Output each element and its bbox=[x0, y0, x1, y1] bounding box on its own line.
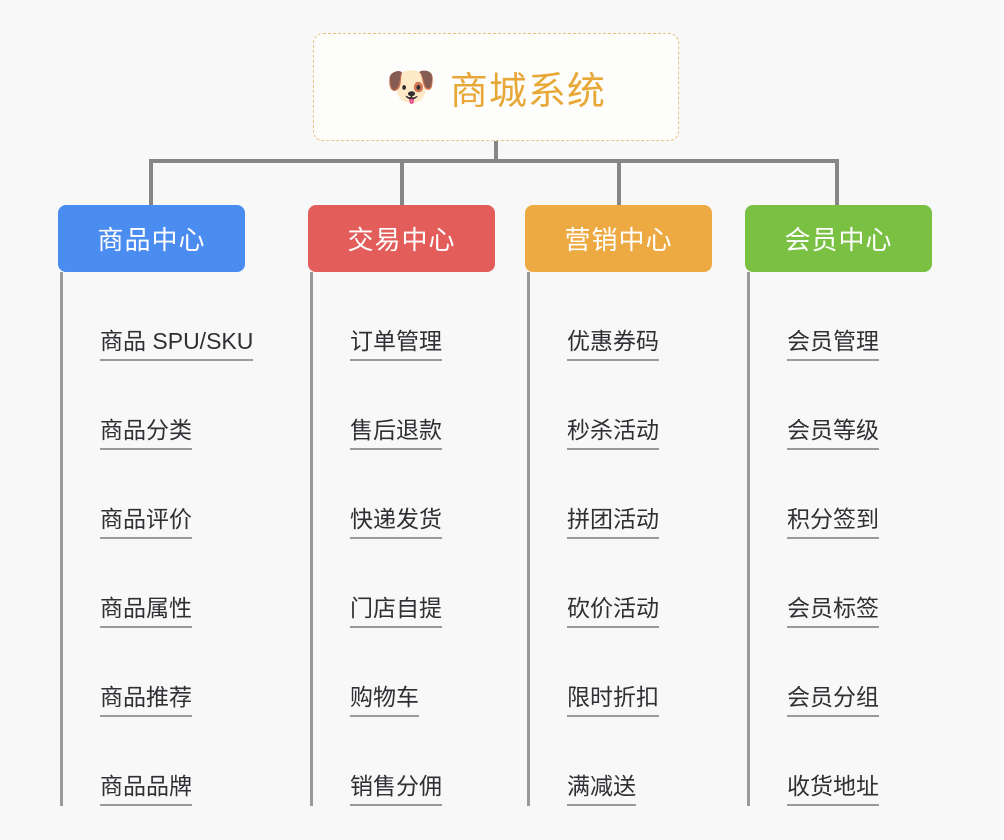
list-item[interactable]: 快递发货 bbox=[308, 450, 495, 539]
leaf-label: 售后退款 bbox=[350, 419, 442, 450]
list-item[interactable]: 拼团活动 bbox=[525, 450, 712, 539]
list-item[interactable]: 限时折扣 bbox=[525, 628, 712, 717]
leaf-label: 门店自提 bbox=[350, 597, 442, 628]
connector-root-stub bbox=[494, 141, 498, 162]
root-title: 商城系统 bbox=[449, 70, 606, 113]
category-column-营销中心: 营销中心 优惠券码 秒杀活动 拼团活动 砍价活动 限时折扣 满减送 bbox=[525, 205, 712, 806]
leaf-label: 满减送 bbox=[567, 775, 636, 806]
list-item[interactable]: 商品评价 bbox=[58, 450, 245, 539]
column-spine-1 bbox=[60, 272, 63, 806]
category-column-会员中心: 会员中心 会员管理 会员等级 积分签到 会员标签 会员分组 收货地址 bbox=[745, 205, 932, 806]
leaf-label: 收货地址 bbox=[787, 775, 879, 806]
leaf-label: 限时折扣 bbox=[567, 686, 659, 717]
connector-drop-4 bbox=[835, 159, 839, 207]
list-item[interactable]: 门店自提 bbox=[308, 539, 495, 628]
list-item[interactable]: 秒杀活动 bbox=[525, 361, 712, 450]
column-spine-2 bbox=[310, 272, 313, 806]
root-node[interactable]: 🐶 商城系统 bbox=[313, 33, 679, 141]
list-item[interactable]: 商品属性 bbox=[58, 539, 245, 628]
category-header-2[interactable]: 交易中心 bbox=[308, 205, 495, 272]
connector-drop-3 bbox=[617, 159, 621, 207]
leaf-list-4: 会员管理 会员等级 积分签到 会员标签 会员分组 收货地址 bbox=[745, 272, 932, 806]
list-item[interactable]: 满减送 bbox=[525, 717, 712, 806]
leaf-label: 订单管理 bbox=[350, 330, 442, 361]
category-header-3[interactable]: 营销中心 bbox=[525, 205, 712, 272]
list-item[interactable]: 会员管理 bbox=[745, 272, 932, 361]
leaf-list-1: 商品 SPU/SKU 商品分类 商品评价 商品属性 商品推荐 商品品牌 bbox=[58, 272, 254, 806]
list-item[interactable]: 销售分佣 bbox=[308, 717, 495, 806]
leaf-label: 会员等级 bbox=[787, 419, 879, 450]
leaf-label: 会员管理 bbox=[787, 330, 879, 361]
connector-drop-1 bbox=[149, 159, 153, 207]
list-item[interactable]: 会员等级 bbox=[745, 361, 932, 450]
leaf-label: 商品分类 bbox=[100, 419, 192, 450]
column-spine-4 bbox=[747, 272, 750, 806]
dog-face-icon: 🐶 bbox=[386, 65, 436, 109]
list-item[interactable]: 商品 SPU/SKU bbox=[58, 272, 254, 361]
leaf-list-3: 优惠券码 秒杀活动 拼团活动 砍价活动 限时折扣 满减送 bbox=[525, 272, 712, 806]
category-column-交易中心: 交易中心 订单管理 售后退款 快递发货 门店自提 购物车 销售分佣 bbox=[308, 205, 495, 806]
list-item[interactable]: 商品品牌 bbox=[58, 717, 245, 806]
column-spine-3 bbox=[527, 272, 530, 806]
list-item[interactable]: 订单管理 bbox=[308, 272, 495, 361]
connector-horizontal-bus bbox=[151, 159, 839, 163]
leaf-label: 快递发货 bbox=[350, 508, 442, 539]
leaf-label: 购物车 bbox=[350, 686, 419, 717]
leaf-label: 商品品牌 bbox=[100, 775, 192, 806]
leaf-label: 销售分佣 bbox=[350, 775, 442, 806]
leaf-label: 会员分组 bbox=[787, 686, 879, 717]
category-header-4[interactable]: 会员中心 bbox=[745, 205, 932, 272]
leaf-label: 商品属性 bbox=[100, 597, 192, 628]
list-item[interactable]: 优惠券码 bbox=[525, 272, 712, 361]
leaf-label: 商品 SPU/SKU bbox=[100, 330, 254, 361]
list-item[interactable]: 商品推荐 bbox=[58, 628, 245, 717]
leaf-label: 商品推荐 bbox=[100, 686, 192, 717]
leaf-label: 积分签到 bbox=[787, 508, 879, 539]
leaf-label: 商品评价 bbox=[100, 508, 192, 539]
category-header-1[interactable]: 商品中心 bbox=[58, 205, 245, 272]
leaf-list-2: 订单管理 售后退款 快递发货 门店自提 购物车 销售分佣 bbox=[308, 272, 495, 806]
leaf-label: 秒杀活动 bbox=[567, 419, 659, 450]
leaf-label: 拼团活动 bbox=[567, 508, 659, 539]
list-item[interactable]: 会员分组 bbox=[745, 628, 932, 717]
list-item[interactable]: 收货地址 bbox=[745, 717, 932, 806]
connector-drop-2 bbox=[400, 159, 404, 207]
list-item[interactable]: 积分签到 bbox=[745, 450, 932, 539]
list-item[interactable]: 会员标签 bbox=[745, 539, 932, 628]
list-item[interactable]: 商品分类 bbox=[58, 361, 245, 450]
leaf-label: 砍价活动 bbox=[567, 597, 659, 628]
category-column-商品中心: 商品中心 商品 SPU/SKU 商品分类 商品评价 商品属性 商品推荐 商品品牌 bbox=[58, 205, 254, 806]
list-item[interactable]: 售后退款 bbox=[308, 361, 495, 450]
list-item[interactable]: 购物车 bbox=[308, 628, 495, 717]
leaf-label: 优惠券码 bbox=[567, 330, 659, 361]
list-item[interactable]: 砍价活动 bbox=[525, 539, 712, 628]
leaf-label: 会员标签 bbox=[787, 597, 879, 628]
